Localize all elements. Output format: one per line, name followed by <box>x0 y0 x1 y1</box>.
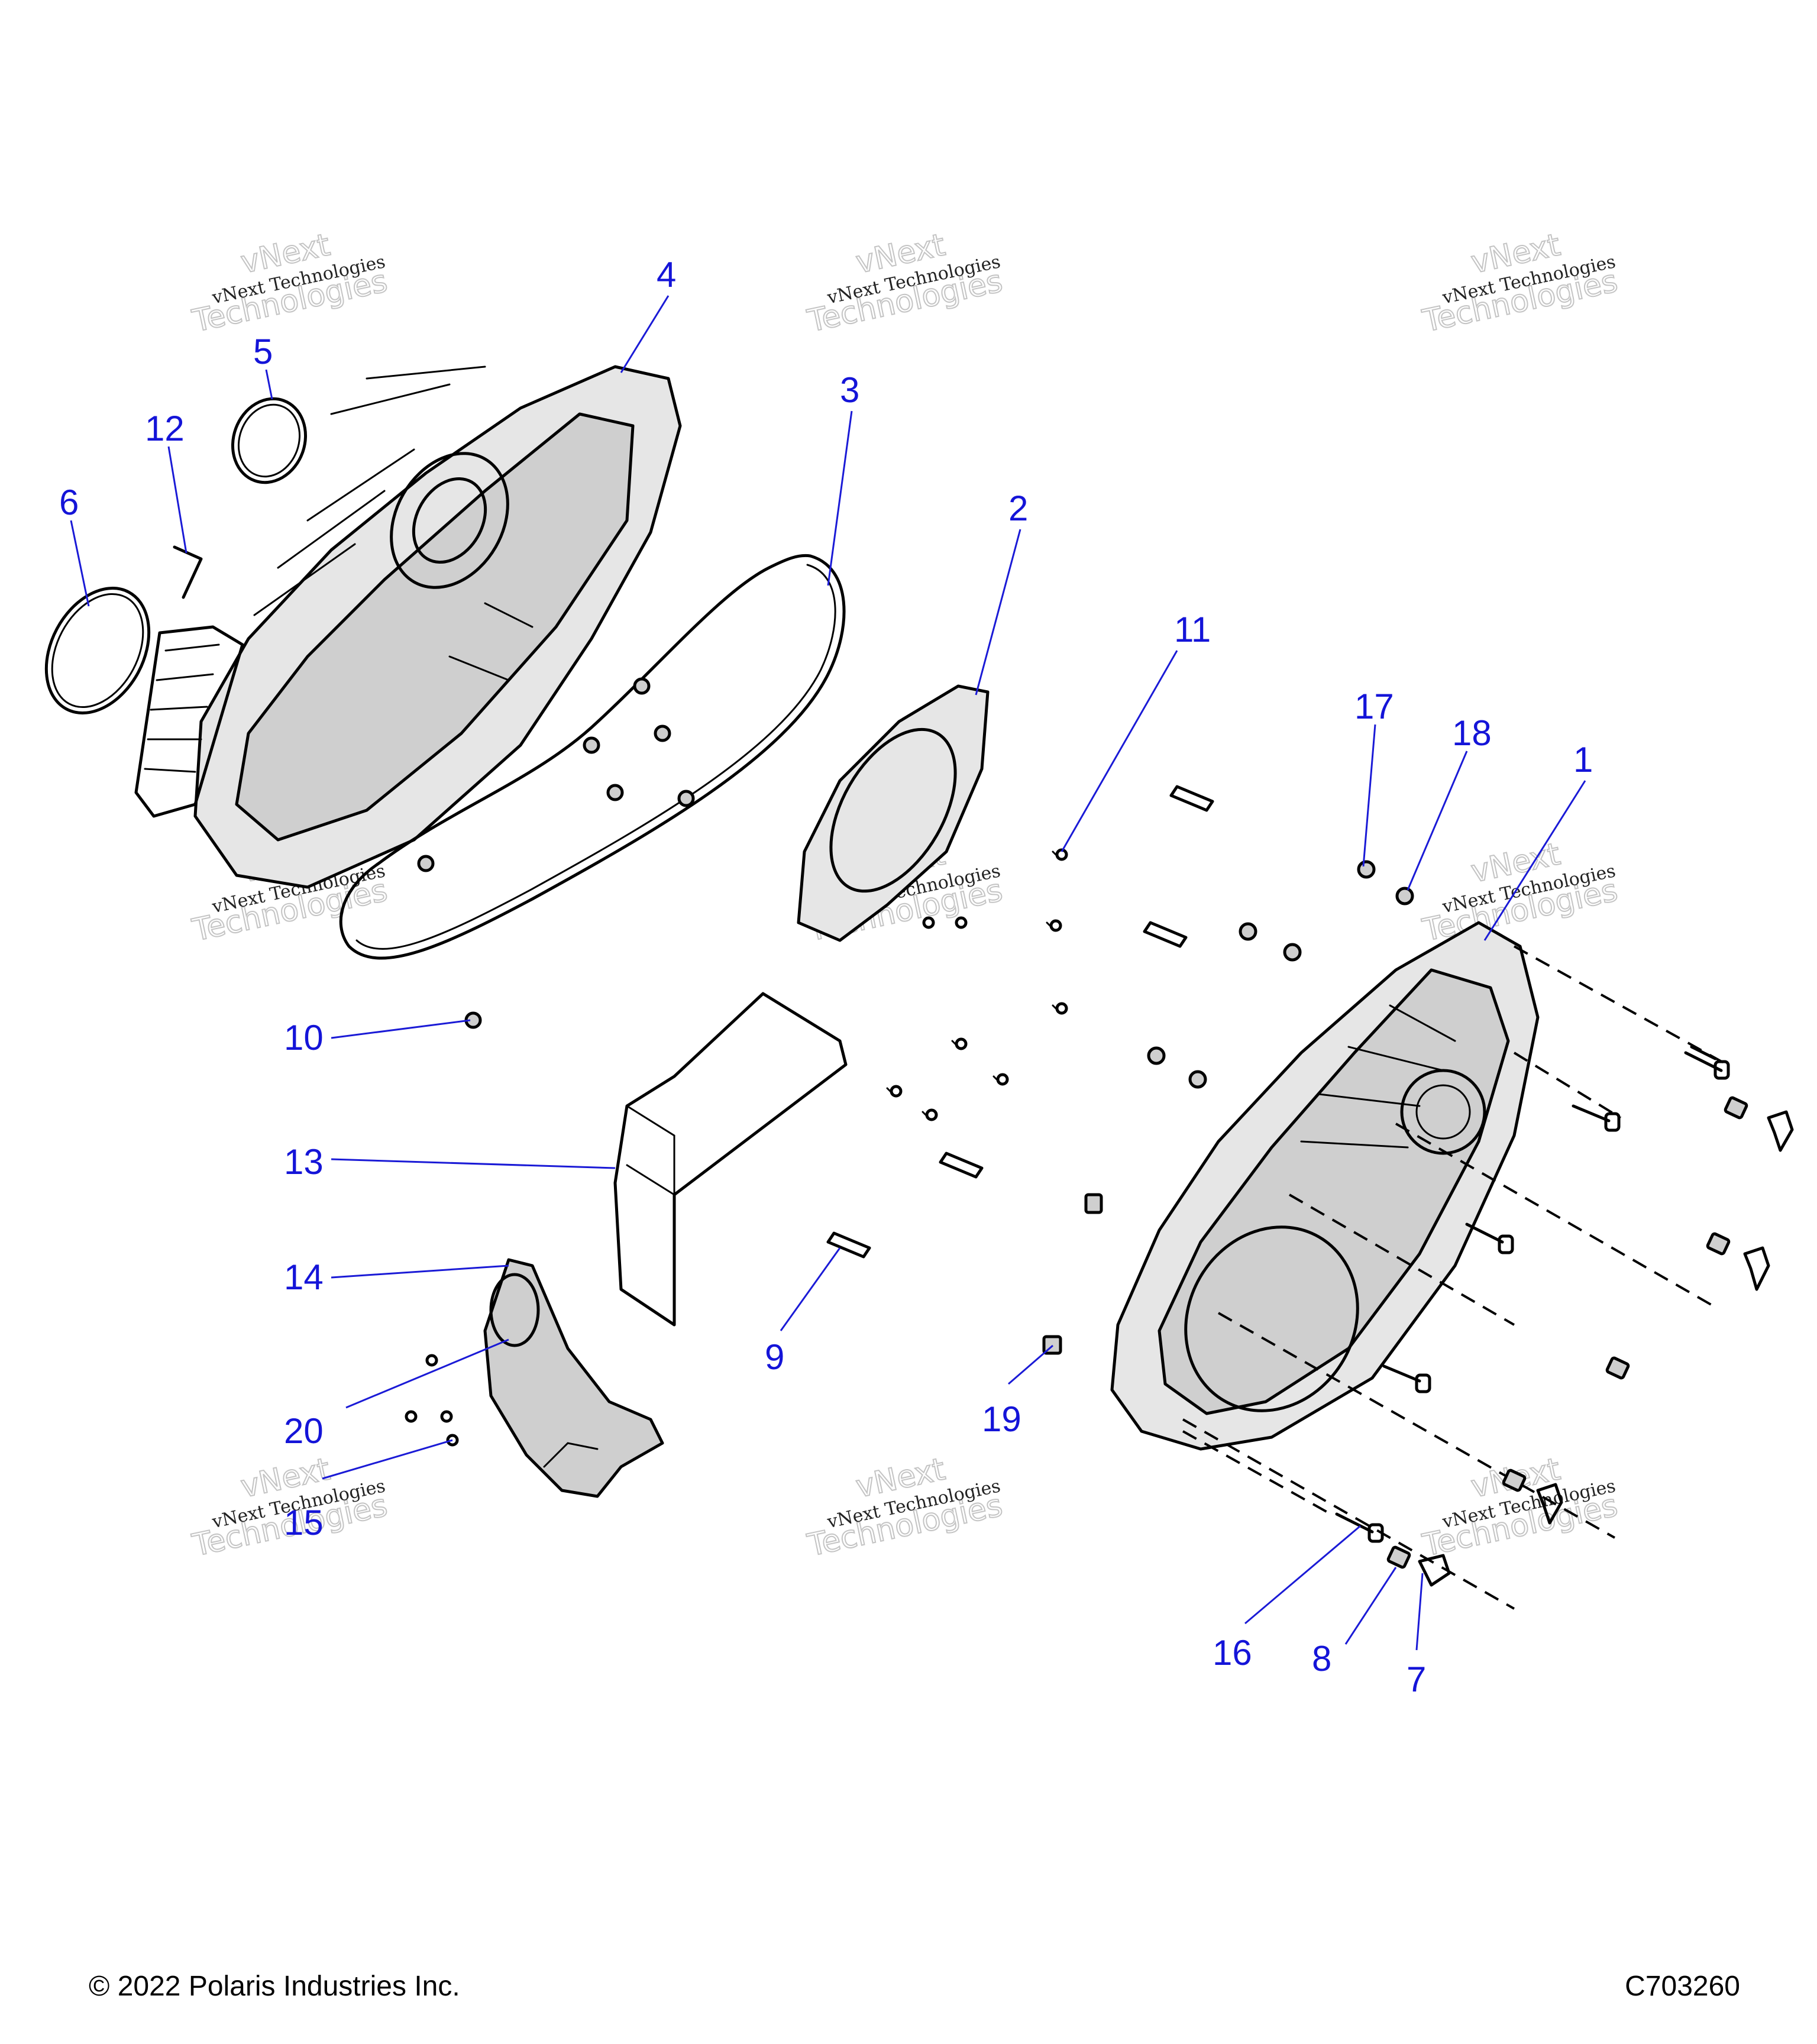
exhaust-shield <box>613 992 848 1327</box>
callout-12: 12 <box>145 409 185 448</box>
callout-19: 19 <box>982 1399 1021 1439</box>
callout-4: 4 <box>657 255 676 295</box>
callout-17: 17 <box>1354 687 1394 726</box>
watermark-top-left: vNext Technologies vNext Technologies <box>189 227 391 340</box>
callout-7: 7 <box>1407 1660 1426 1699</box>
callout-16: 16 <box>1213 1633 1252 1673</box>
o-ring-small-inner <box>237 403 301 478</box>
watermark-mid-right: vNext Technologies vNext Technologies <box>1419 836 1621 949</box>
watermark-top-right: vNext Technologies vNext Technologies <box>1419 227 1621 340</box>
o-ring-large <box>44 587 151 714</box>
callout-2: 2 <box>1008 489 1028 528</box>
callout-3: 3 <box>840 370 859 410</box>
small-fasteners <box>405 677 1414 1447</box>
latch-springs <box>1386 1096 1748 1569</box>
clutch-shield-plate <box>797 684 990 942</box>
callout-9: 9 <box>765 1337 784 1377</box>
callout-18: 18 <box>1452 713 1492 753</box>
leader-lines <box>70 295 1586 1651</box>
callout-13: 13 <box>284 1142 324 1182</box>
callout-1: 1 <box>1573 740 1593 780</box>
callout-5: 5 <box>253 332 273 371</box>
watermark-bottom-right: vNext Technologies vNext Technologies <box>1419 1451 1621 1564</box>
callout-15: 15 <box>284 1503 324 1542</box>
callout-6: 6 <box>59 483 79 522</box>
exhaust-shield-flange <box>626 1105 675 1196</box>
o-ring-large-inner <box>51 593 144 709</box>
watermark-bottom-center: vNext Technologies vNext Technologies <box>804 1451 1006 1564</box>
callout-11: 11 <box>1174 610 1211 649</box>
cover-gasket <box>339 554 846 960</box>
watermark-top-center: vNext Technologies vNext Technologies <box>804 227 1006 340</box>
cover-bolts <box>1335 1045 1730 1543</box>
hex-pin <box>173 545 203 599</box>
inner-clutch-cover <box>134 365 682 889</box>
callout-10: 10 <box>284 1018 324 1057</box>
latch-clips <box>1418 1110 1794 1587</box>
callout-8: 8 <box>1312 1639 1331 1678</box>
assembly-lines <box>1182 945 1728 1610</box>
lower-duct-shield <box>483 1258 664 1498</box>
dowel-pins <box>826 785 1214 1259</box>
callout-14: 14 <box>284 1257 324 1297</box>
o-ring-small <box>231 397 308 484</box>
outer-clutch-cover <box>1110 921 1540 1451</box>
drawing-number: C703260 <box>1625 1971 1740 2002</box>
copyright-notice: © 2022 Polaris Industries Inc. <box>89 1971 460 2002</box>
callout-20: 20 <box>284 1411 324 1451</box>
